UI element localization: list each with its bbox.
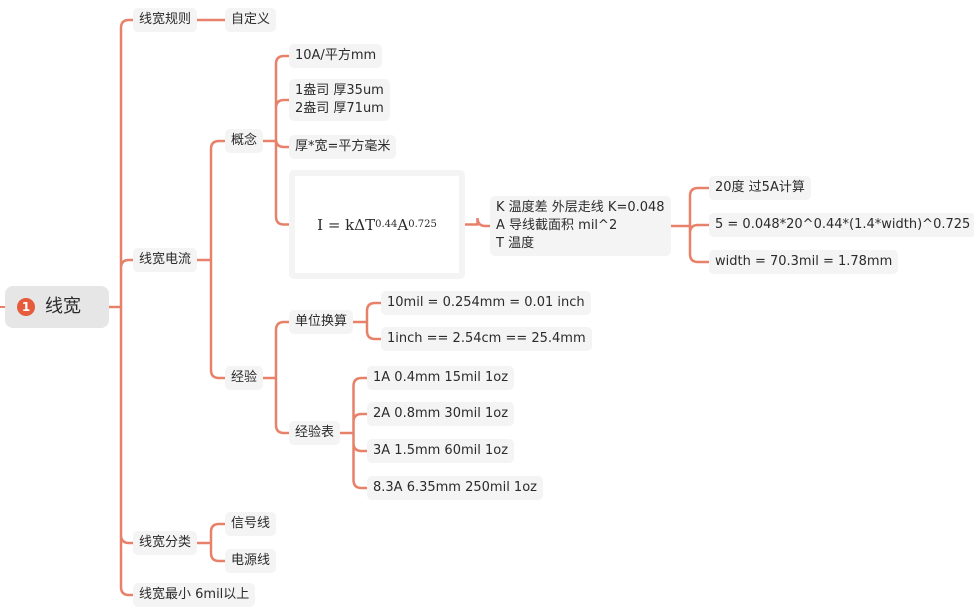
- calc-connector: [669, 186, 711, 264]
- formula-connector: [463, 217, 492, 228]
- concept-connector: [261, 54, 291, 226]
- topic-copper-thickness[interactable]: 1盎司 厚35um 2盎司 厚71um: [289, 79, 390, 121]
- formula-mid: A: [397, 215, 409, 234]
- formula-lhs: I = kΔT: [317, 215, 376, 234]
- topic-calc-condition[interactable]: 20度 过5A计算: [709, 176, 811, 200]
- topic-calc-result[interactable]: width = 70.3mil = 1.78mm: [709, 250, 899, 274]
- topic-line-width-rule[interactable]: 线宽规则: [133, 8, 198, 32]
- formula-exp-2: 0.725: [408, 218, 437, 230]
- topic-custom[interactable]: 自定义: [225, 8, 277, 32]
- category-connector: [195, 522, 227, 563]
- topic-signal-line[interactable]: 信号线: [225, 512, 277, 536]
- topic-cross-section[interactable]: 厚*宽=平方毫米: [289, 135, 397, 159]
- topic-power-line[interactable]: 电源线: [225, 549, 277, 573]
- var-a: A 导线截面积 mil^2: [496, 218, 618, 233]
- topic-line-width-category[interactable]: 线宽分类: [133, 531, 198, 555]
- topic-line-width-current[interactable]: 线宽电流: [133, 248, 198, 272]
- formula-exp-1: 0.44: [375, 218, 398, 230]
- copper-line-1: 1盎司 厚35um: [295, 83, 384, 98]
- table-connector: [338, 376, 369, 490]
- topic-calc-equation[interactable]: 5 = 0.048*20^0.44*(1.4*width)^0.725: [709, 213, 974, 237]
- topic-formula-variables[interactable]: K 温度差 外层走线 K=0.048 A 导线截面积 mil^2 T 温度: [490, 196, 671, 256]
- table-row[interactable]: 1A 0.4mm 15mil 1oz: [367, 366, 515, 390]
- conversion-connector: [351, 301, 383, 341]
- experience-connector: [261, 320, 291, 435]
- table-row[interactable]: 2A 0.8mm 30mil 1oz: [367, 402, 515, 426]
- topic-line-width-minimum[interactable]: 线宽最小 6mil以上: [133, 583, 256, 607]
- table-row[interactable]: 8.3A 6.35mm 250mil 1oz: [367, 476, 543, 500]
- root-topic[interactable]: 1 线宽: [5, 286, 109, 328]
- root-connector: [107, 18, 135, 597]
- topic-unit-conversion[interactable]: 单位换算: [289, 310, 354, 334]
- topic-mil-conversion[interactable]: 10mil = 0.254mm = 0.01 inch: [381, 291, 591, 315]
- priority-1-icon: 1: [17, 298, 35, 316]
- current-connector: [195, 139, 227, 380]
- var-t: T 温度: [496, 236, 535, 251]
- topic-experience[interactable]: 经验: [225, 366, 264, 390]
- topic-current-density[interactable]: 10A/平方mm: [289, 44, 383, 68]
- topic-inch-conversion[interactable]: 1inch == 2.54cm == 25.4mm: [381, 327, 592, 351]
- table-row[interactable]: 3A 1.5mm 60mil 1oz: [367, 439, 515, 463]
- var-k: K 温度差 外层走线 K=0.048: [496, 200, 665, 215]
- topic-experience-table[interactable]: 经验表: [289, 421, 341, 445]
- topic-concept[interactable]: 概念: [225, 129, 264, 153]
- root-label: 线宽: [45, 296, 81, 317]
- copper-line-2: 2盎司 厚71um: [295, 101, 384, 116]
